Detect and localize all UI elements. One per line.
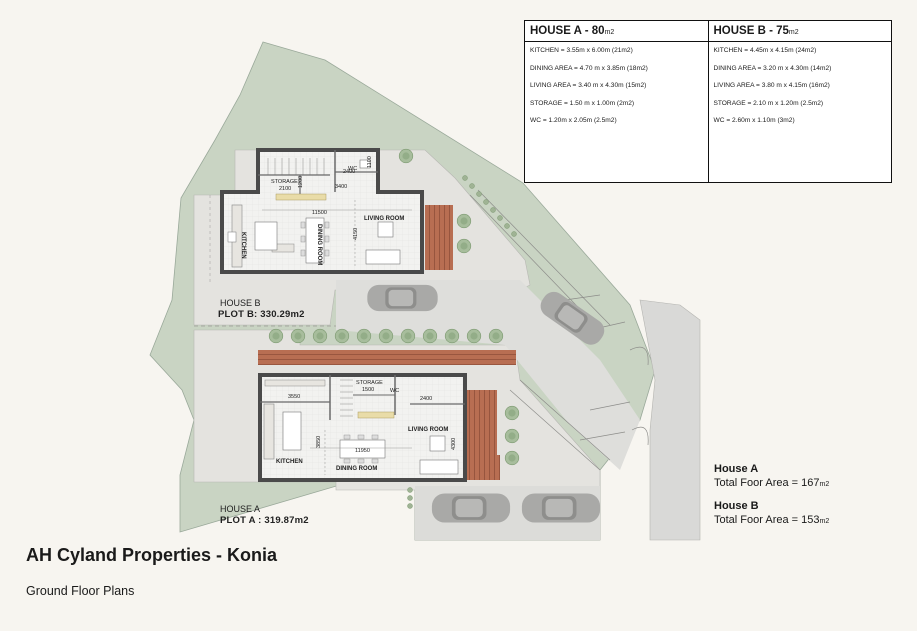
b-living-label: LIVING ROOM [364, 216, 404, 222]
house-a-row: WC = 1.20m x 2.05m (2.5m2) [530, 117, 617, 124]
a-living-label: LIVING ROOM [408, 427, 448, 433]
a-kitchen-w-dim: 3550 [288, 394, 300, 400]
house-a-row: LIVING AREA = 3.40 m x 4.30m (15m2) [530, 82, 647, 89]
a-storage-dim: 1500 [362, 387, 374, 393]
house-b-row: LIVING AREA = 3.80 m x 4.15m (16m2) [713, 82, 830, 89]
house-b-column: HOUSE B - 75m2 KITCHEN = 4.45m x 4.15m (… [707, 21, 891, 182]
b-storage-dim: 2100 [279, 186, 291, 192]
page-subtitle: Ground Floor Plans [26, 584, 135, 598]
house-b-row: DINING AREA = 3.20 m x 4.30m (14m2) [713, 64, 832, 72]
b-storage-label: STORAGE [271, 179, 298, 185]
a-overall-dim: 11950 [355, 448, 370, 454]
house-b-row: STORAGE = 2.10 m x 1.20m (2.5m2) [713, 99, 824, 107]
car-1 [367, 284, 438, 312]
b-wc-label: WC [348, 166, 357, 172]
plot-a-area-label: PLOT A : 319.87m2 [220, 515, 309, 526]
total-a-name: House A [714, 463, 759, 475]
car-3 [431, 493, 511, 523]
house-b-heading: HOUSE B - 75m2 [708, 21, 891, 42]
house-a-plan [258, 373, 467, 482]
area-schedule-table: HOUSE A - 80m2 KITCHEN = 3.55m x 6.00m (… [524, 20, 892, 183]
page-title: AH Cyland Properties - Konia [26, 545, 278, 565]
a-storage-label: STORAGE [356, 380, 383, 386]
b-dining-label: DINING ROOM [316, 224, 322, 265]
house-b-row: KITCHEN = 4.45m x 4.15m (24m2) [713, 47, 817, 54]
b-overall-dim: 11500 [312, 210, 327, 216]
car-4 [521, 493, 601, 523]
total-b-value: Total Foor Area = 153m2 [714, 514, 830, 526]
road [639, 299, 701, 541]
plot-b-house-label: HOUSE B [220, 298, 261, 308]
house-a-heading: HOUSE A - 80m2 [525, 21, 708, 42]
a-kitchen-d-dim: 3850 [316, 436, 322, 448]
house-a-row: DINING AREA = 4.70 m x 3.85m (18m2) [530, 64, 648, 72]
house-a-row: STORAGE = 1.50 m x 1.00m (2m2) [530, 99, 635, 107]
b-wc-dim: 2400 [343, 169, 355, 175]
b-depth-dim: 4150 [353, 228, 359, 240]
house-b-plan [220, 148, 424, 274]
a-dining-label: DINING ROOM [336, 466, 377, 472]
b-wc-dim-h: 1100 [367, 156, 373, 168]
plot-a-house-label: HOUSE A [220, 504, 261, 514]
house-a-row: KITCHEN = 3.55m x 6.00m (21m2) [530, 47, 633, 54]
house-b-row: WC = 2.60m x 1.10m (3m2) [713, 117, 795, 124]
total-a-value: Total Foor Area = 167m2 [714, 477, 830, 489]
b-storage-dim-h: 1200 [298, 176, 304, 188]
total-b-name: House B [714, 500, 759, 512]
deck-mid [258, 350, 516, 365]
a-wc-label: WC [390, 388, 399, 394]
a-depth-dim: 4300 [451, 438, 457, 450]
a-wc-dim: 2400 [420, 396, 432, 402]
house-a-column: HOUSE A - 80m2 KITCHEN = 3.55m x 6.00m (… [525, 21, 708, 182]
plot-b-area-label: PLOT B: 330.29m2 [218, 309, 305, 320]
a-kitchen-label: KITCHEN [276, 459, 303, 465]
deck-b-right [425, 205, 453, 270]
b-kitchen-label: KITCHEN [240, 232, 246, 259]
b-hall-dim: 3400 [335, 184, 347, 190]
